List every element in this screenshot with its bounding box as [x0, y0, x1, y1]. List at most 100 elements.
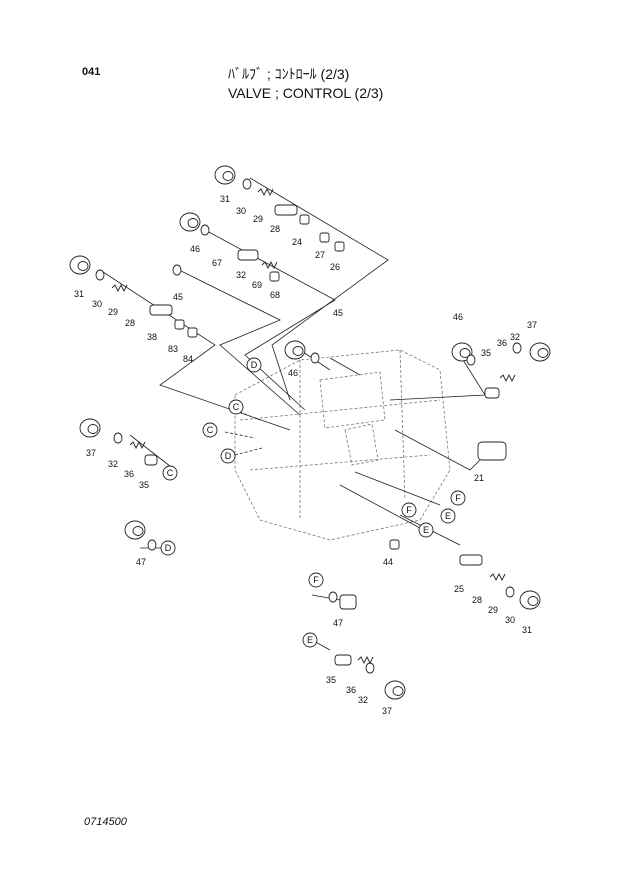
part-number-labels: 3130292824272646673269684531302928388384…: [74, 194, 537, 716]
o-ring: [113, 432, 123, 444]
connector-circle: [308, 572, 324, 588]
part-number-label: 32: [358, 695, 368, 705]
o-ring: [172, 264, 182, 276]
piston: [319, 232, 330, 243]
title-english: VALVE ; CONTROL (2/3): [228, 85, 384, 101]
connector-circle: [246, 357, 262, 373]
spool: [484, 387, 500, 399]
o-ring: [365, 662, 375, 674]
part-number-label: 35: [326, 675, 336, 685]
leader-line: [234, 409, 261, 421]
valve-body-outline: [234, 349, 451, 541]
part-number-label: 45: [333, 308, 343, 318]
connector-letter: F: [406, 505, 412, 515]
part-number-label: 35: [481, 348, 491, 358]
valve-body-outline: [319, 371, 386, 429]
part-number-label: 28: [270, 224, 280, 234]
connector-letter: E: [423, 525, 429, 535]
spring: [357, 655, 374, 665]
spool: [149, 304, 173, 316]
part-number-label: 28: [125, 318, 135, 328]
connector-letter: E: [307, 635, 313, 645]
part-number-label: 31: [74, 289, 84, 299]
part-number-label: 84: [183, 354, 193, 364]
part-number-label: 36: [124, 469, 134, 479]
part-number-label: 44: [383, 557, 393, 567]
spring: [261, 260, 278, 270]
piston: [389, 539, 400, 550]
piston: [269, 271, 280, 282]
plug-cap-face: [527, 596, 539, 606]
parts: [69, 165, 551, 700]
part-number-label: 45: [173, 292, 183, 302]
piston: [174, 319, 185, 330]
plug-cap-face: [132, 526, 144, 536]
plug-cap-face: [77, 261, 89, 271]
piston: [187, 327, 198, 338]
piston: [334, 241, 345, 252]
valve-body-outline: [239, 399, 441, 421]
connector-circle: [228, 399, 244, 415]
part-number-label: 32: [108, 459, 118, 469]
connector-letter: F: [455, 493, 461, 503]
connector-circle: [302, 632, 318, 648]
o-ring: [147, 539, 157, 551]
connector-circle: [162, 465, 178, 481]
part-number-label: 37: [382, 706, 392, 716]
connector-circle: [440, 508, 456, 524]
plug-cap-face: [392, 686, 404, 696]
part-number-label: 27: [315, 250, 325, 260]
spring: [499, 373, 516, 383]
leader-line: [129, 434, 176, 471]
o-ring: [310, 352, 320, 364]
connector-circle: [220, 448, 236, 464]
part-number-label: 47: [333, 618, 343, 628]
connector-circle: [450, 490, 466, 506]
leader-line: [249, 177, 389, 401]
spring: [489, 572, 506, 582]
leader-line: [174, 267, 301, 416]
connector-letter: D: [165, 543, 172, 553]
drawing-number: 0714500: [84, 816, 127, 828]
check-plug: [339, 594, 357, 610]
part-number-label: 37: [86, 448, 96, 458]
leader-lines: [99, 177, 486, 651]
leader-line: [224, 431, 256, 439]
part-number-label: 29: [108, 307, 118, 317]
part-number-label: 36: [497, 338, 507, 348]
part-number-label: 29: [253, 214, 263, 224]
spool: [459, 554, 483, 566]
page-number: 041: [82, 66, 101, 78]
connector-letter: D: [225, 451, 232, 461]
plug-cap-face: [87, 424, 99, 434]
connector-letter: F: [313, 575, 319, 585]
o-ring: [328, 591, 338, 603]
title-japanese: ﾊﾞﾙﾌﾞ ; ｺﾝﾄﾛｰﾙ (2/3): [228, 66, 350, 82]
connector-letter: C: [207, 425, 214, 435]
spring: [257, 187, 274, 197]
part-number-label: 30: [505, 615, 515, 625]
plug-cap-face: [292, 346, 304, 356]
valve-body: [234, 349, 451, 541]
leader-line: [234, 447, 263, 456]
part-number-label: 32: [236, 270, 246, 280]
part-number-label: 83: [168, 344, 178, 354]
part-number-label: 46: [190, 244, 200, 254]
relief-valve: [477, 441, 507, 461]
spring: [129, 440, 146, 450]
connector-letter: D: [251, 360, 258, 370]
connector-circle: [202, 422, 218, 438]
part-number-label: 31: [522, 625, 532, 635]
spool: [334, 654, 352, 666]
valve-body-outline: [249, 454, 431, 471]
part-number-label: 25: [454, 584, 464, 594]
plug-cap-face: [187, 218, 199, 228]
part-number-label: 29: [488, 605, 498, 615]
o-ring: [505, 586, 515, 598]
part-number-label: 35: [139, 480, 149, 490]
part-number-label: 46: [453, 312, 463, 322]
spool: [237, 249, 259, 261]
connector-circle: [160, 540, 176, 556]
plug-cap-face: [459, 348, 471, 358]
